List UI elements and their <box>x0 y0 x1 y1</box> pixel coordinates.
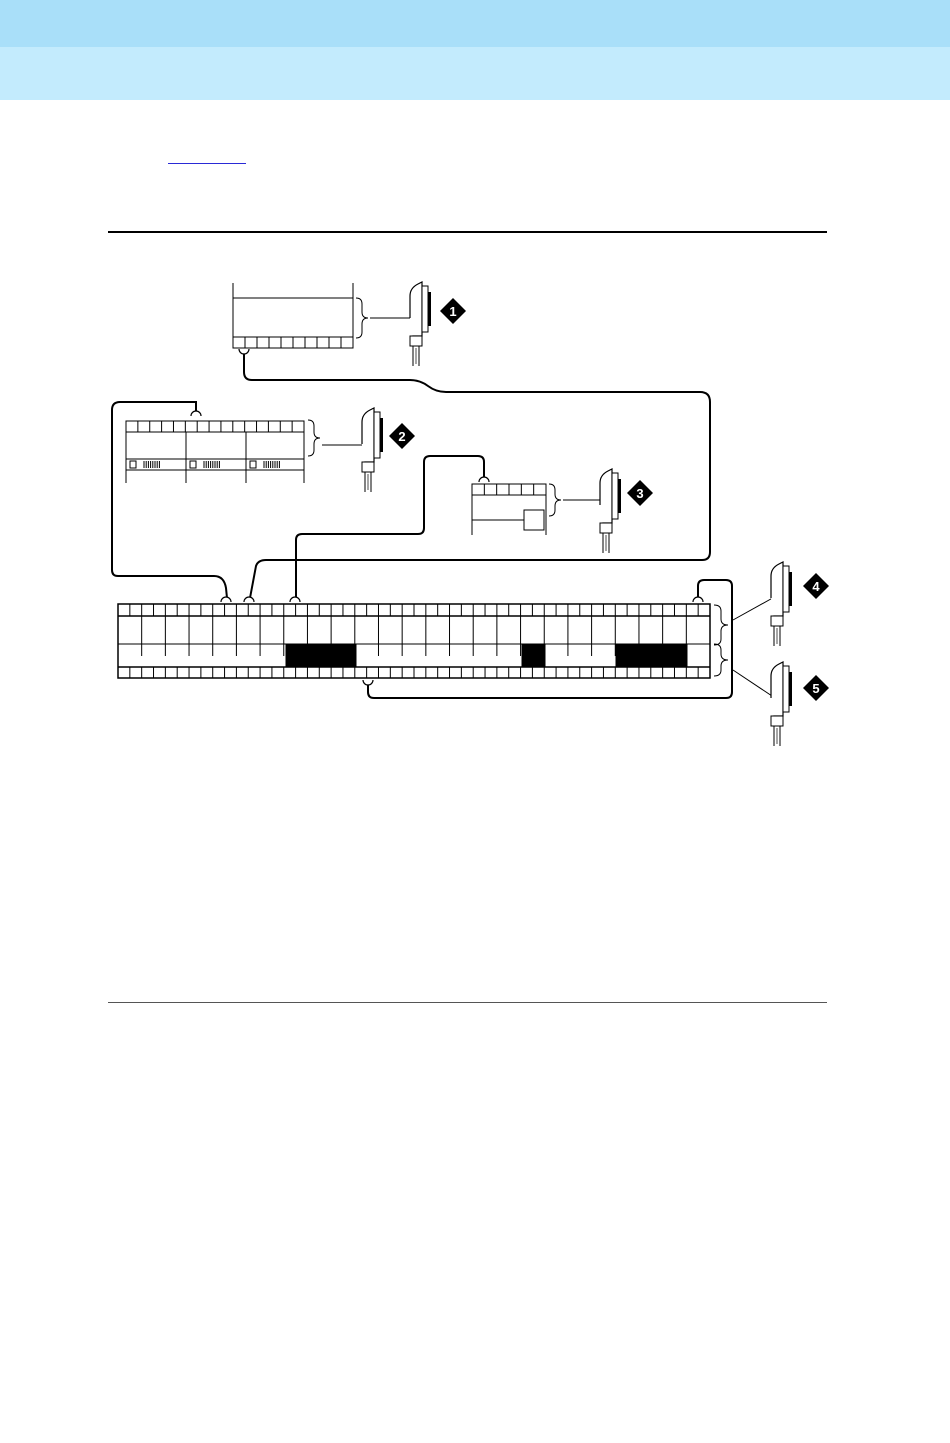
callout-1: 1 <box>440 298 466 324</box>
plug-4 <box>771 562 792 646</box>
plug-2 <box>362 408 383 492</box>
brace-3 <box>549 484 561 516</box>
cable-terminals <box>191 349 703 685</box>
plug-5 <box>771 662 792 746</box>
svg-text:3: 3 <box>636 486 643 501</box>
panel-3 <box>472 484 546 535</box>
brace-5 <box>714 644 728 676</box>
brace-2 <box>308 420 320 456</box>
callout-2: 2 <box>389 423 415 449</box>
plug-3 <box>600 469 621 553</box>
svg-text:5: 5 <box>812 681 819 696</box>
slot-latch <box>130 461 136 468</box>
panel-1 <box>233 283 353 348</box>
svg-text:4: 4 <box>812 579 820 594</box>
brace-4 <box>714 605 728 645</box>
callout-4: 4 <box>803 573 829 599</box>
panel-2 <box>126 421 304 483</box>
panel-4 <box>118 604 710 678</box>
cable-d <box>368 580 732 698</box>
callout-5: 5 <box>803 675 829 701</box>
cable-b <box>112 402 227 598</box>
cable-a <box>244 349 710 598</box>
brace-1 <box>356 298 368 338</box>
svg-text:2: 2 <box>398 429 405 444</box>
plug-1 <box>410 282 431 366</box>
cable-c <box>296 456 484 598</box>
slot-latch <box>250 461 256 468</box>
callout-3: 3 <box>627 480 653 506</box>
svg-text:1: 1 <box>449 304 456 319</box>
slot-latch <box>190 461 196 468</box>
